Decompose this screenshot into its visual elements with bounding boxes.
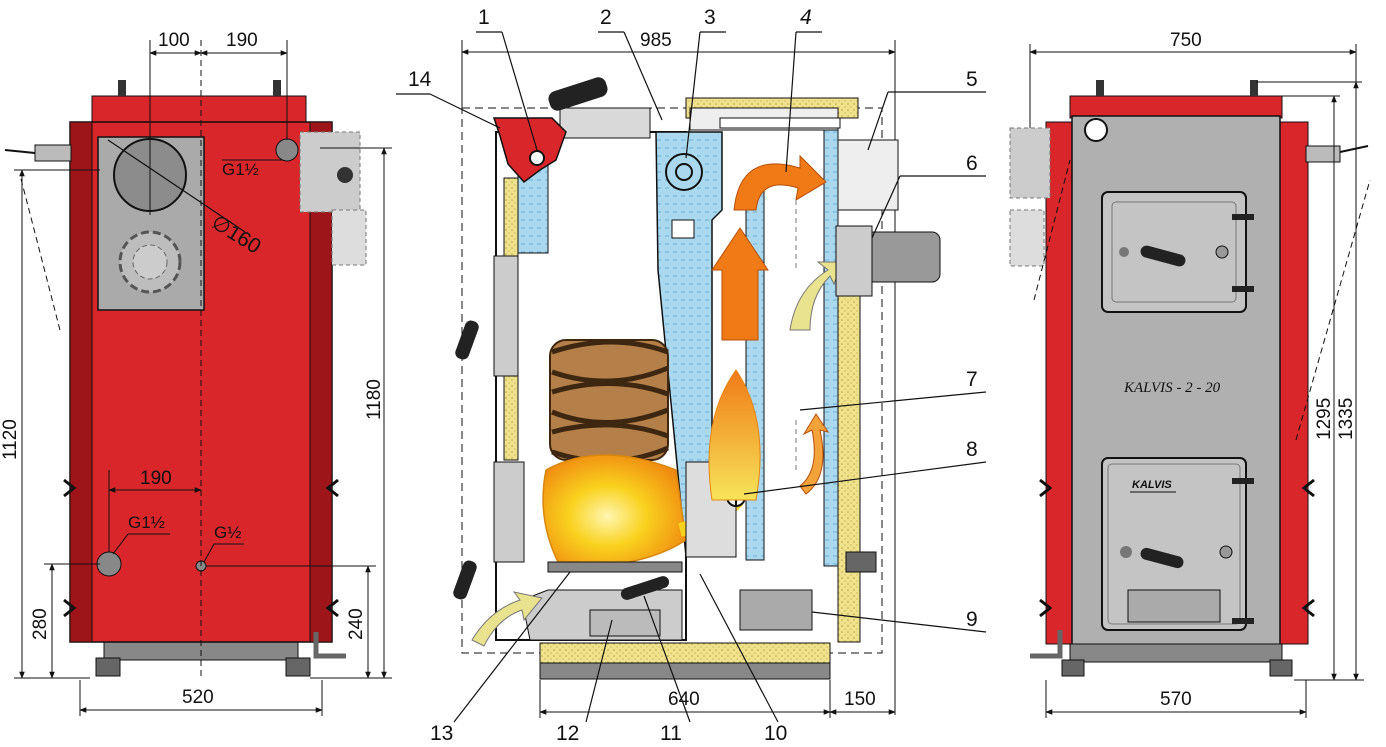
dim-front-width-bottom: 570 [1160,689,1192,710]
primary-air-arrow [471,591,543,647]
thread-label-top: G1½ [222,160,259,179]
callout-7: 7 [966,368,978,391]
front-view: 750 KALVIS - 2 - 20 KALVIS [1009,30,1371,718]
callout-2: 2 [600,6,612,29]
callout-4: 4 [800,6,812,29]
dim-back-width: 520 [182,687,214,708]
model-label: KALVIS - 2 - 20 [1123,380,1221,396]
back-top-cap [91,95,307,127]
loading-door [492,117,567,184]
water-jacket-rear [745,179,765,561]
callout-3: 3 [704,6,716,29]
ash-box [739,589,813,631]
section-view: 9 8 5 [396,6,987,745]
flue-gas-arrow-turn [733,154,827,211]
supply-connection [275,138,299,162]
callout-14: 14 [408,68,432,91]
callout-5: 5 [966,68,978,91]
dim-section-depth: 985 [640,30,672,51]
callout-9: 9 [966,608,978,631]
flame-column [708,369,761,501]
insulation-bottom [539,642,831,664]
insulation-rear [837,291,861,643]
back-view: ∅160 G1½ G1½ G½ 100 190 [0,30,392,716]
flue-gas-arrow-up [711,227,769,341]
thread-label-bottom-right: G½ [214,523,241,542]
dim-back-bottom-right: 240 [346,608,367,640]
thread-label-bottom-left: G1½ [128,513,165,532]
dim-back-height-left: 1120 [0,419,21,460]
flue-damper [665,153,703,191]
brand-badge: KALVIS [1132,479,1172,491]
dim-section-rear: 150 [844,689,876,710]
dim-back-top-right: 190 [226,30,258,51]
callout-10: 10 [764,722,787,745]
callout-13: 13 [430,722,453,745]
dim-back-height-right: 1180 [364,379,385,420]
callout-1: 1 [478,6,490,29]
dim-section-base: 640 [668,689,700,710]
firewood-stack [549,339,669,464]
dim-back-inner-width: 190 [140,468,172,489]
dim-back-bottom-left: 280 [30,608,51,640]
loading-door-front [1101,191,1247,313]
dim-front-height-outer: 1335 [1336,398,1357,440]
dim-back-top-left: 100 [158,30,190,51]
callout-8: 8 [966,438,978,461]
callout-6: 6 [966,152,978,175]
callout-11: 11 [660,722,682,745]
dim-front-height-inner: 1295 [1314,398,1335,440]
fire-zone [542,454,687,568]
thermometer [1084,118,1108,142]
dim-front-width-top: 750 [1170,30,1202,51]
callout-12: 12 [556,722,579,745]
return-connection [96,551,122,577]
ash-door-front [1101,457,1247,631]
